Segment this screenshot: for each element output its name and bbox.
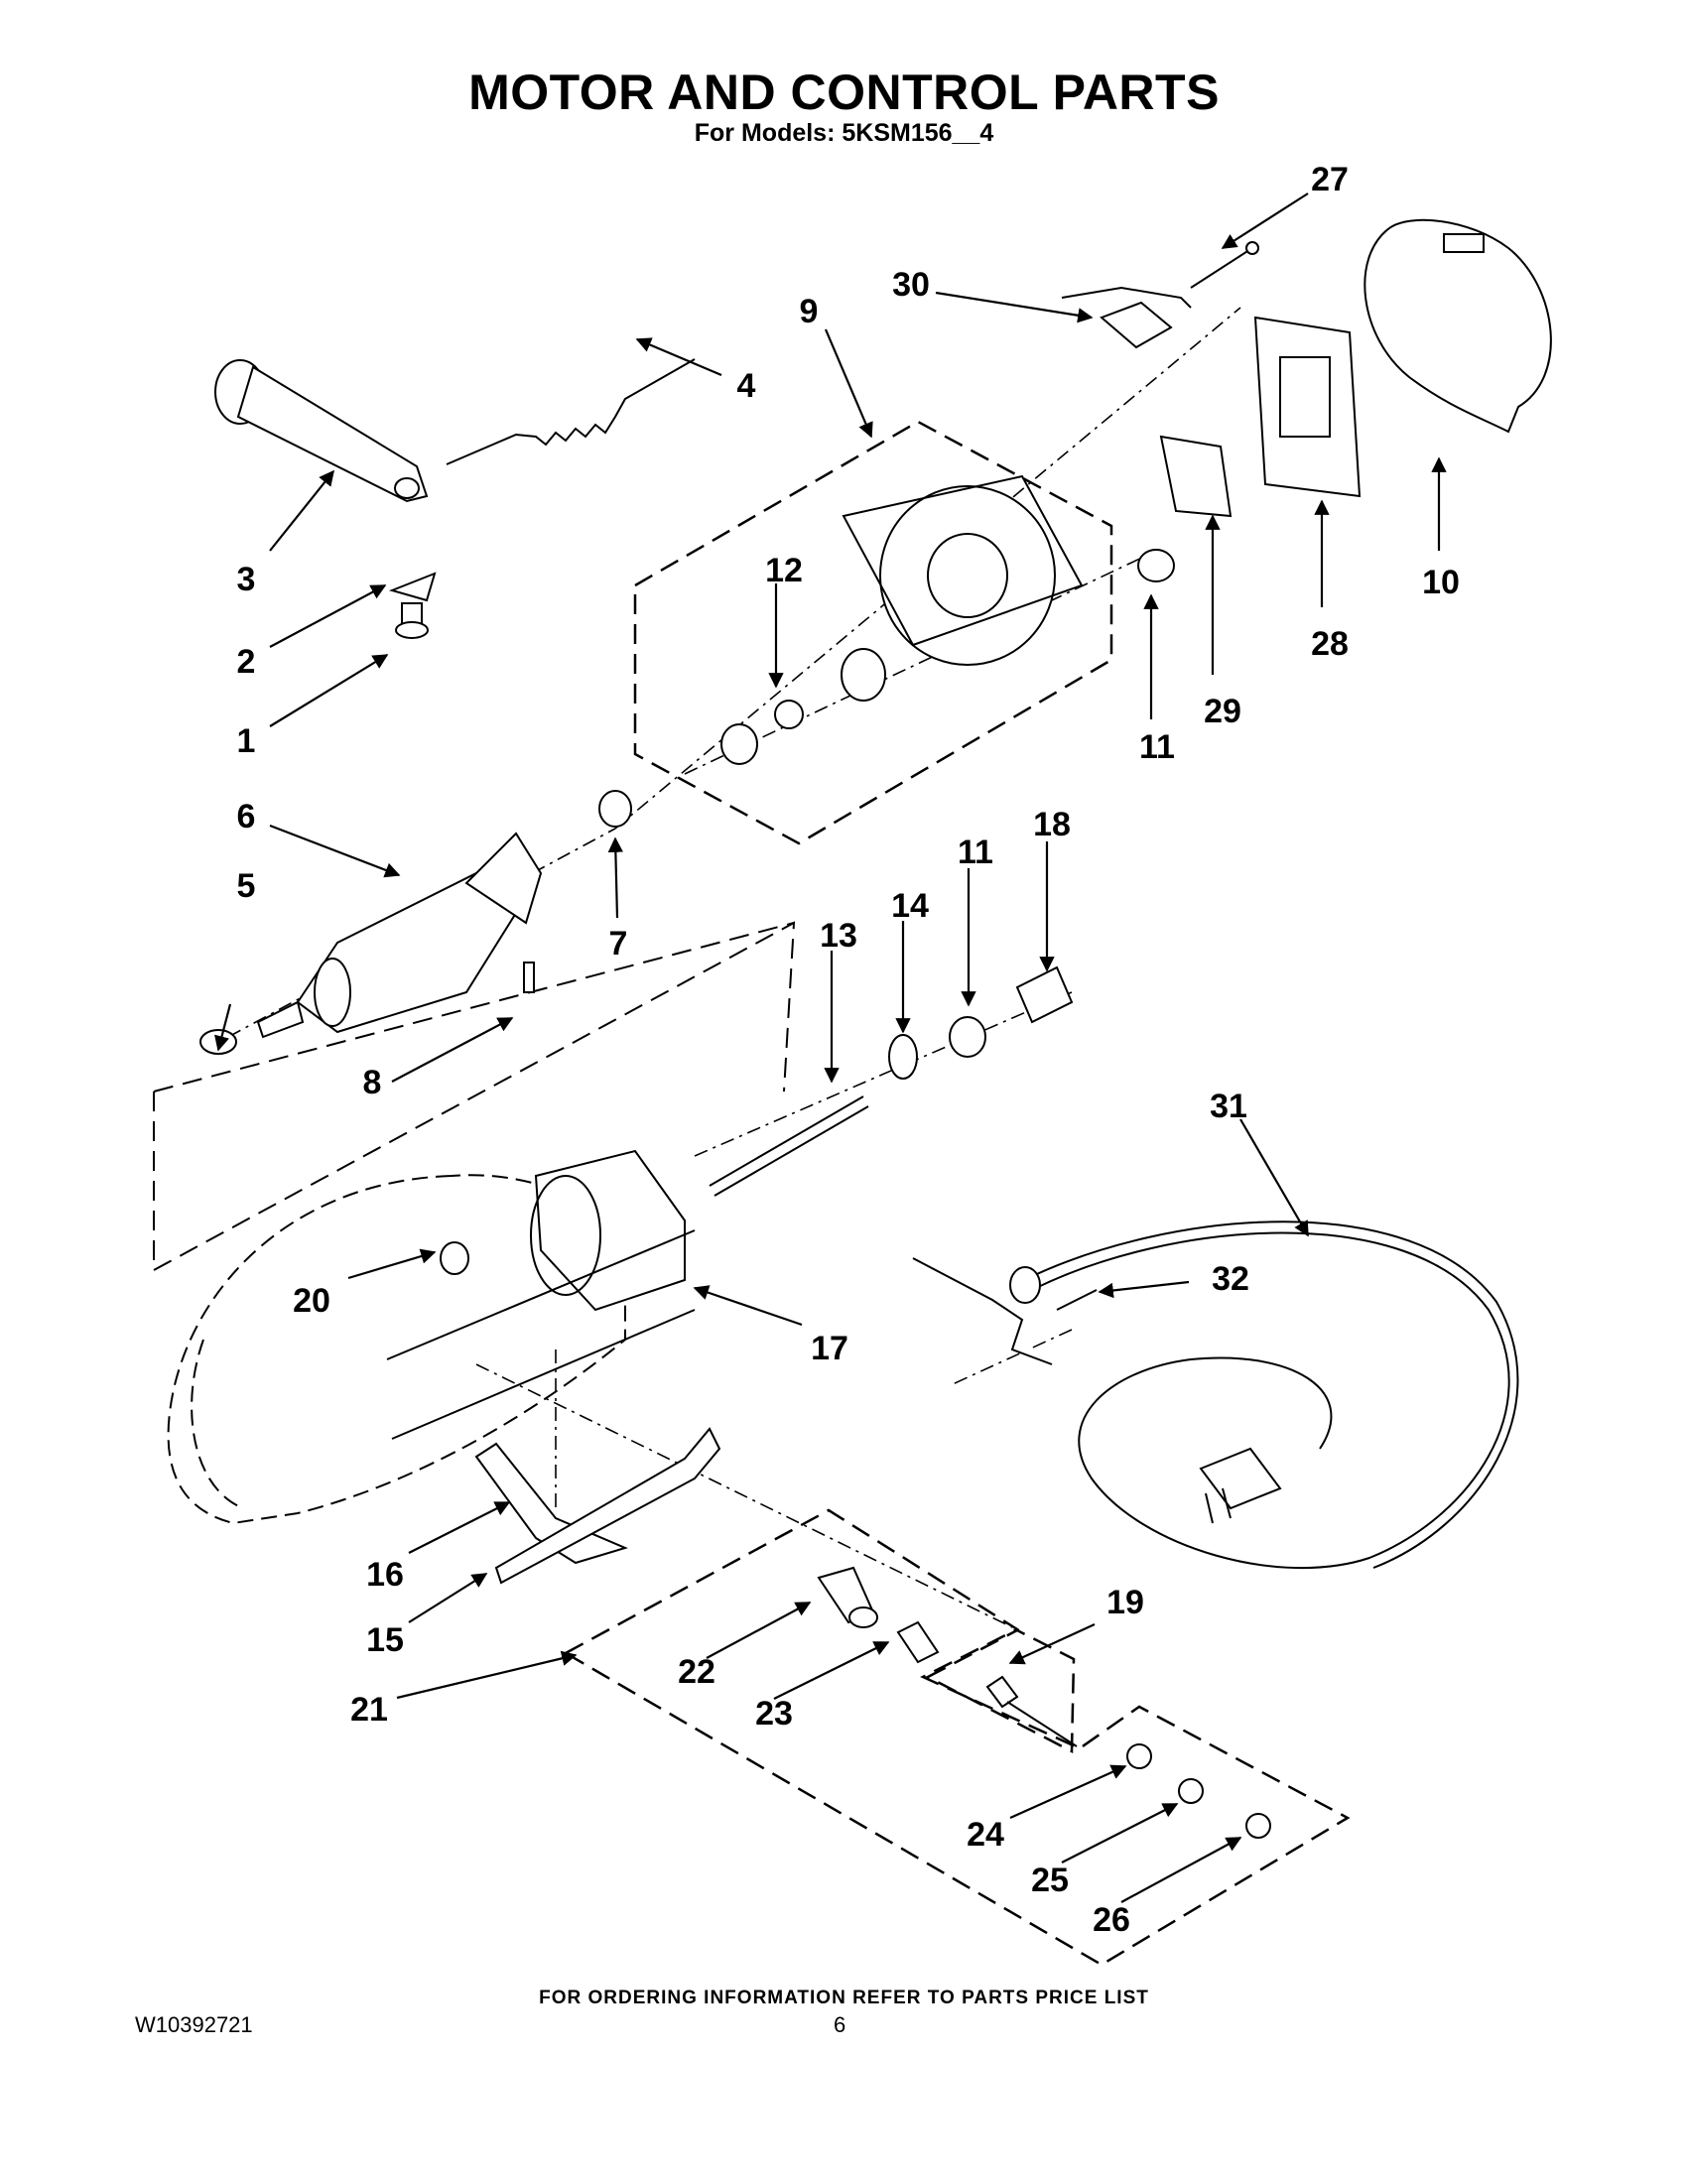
model-subtitle: For Models: 5KSM156__4 — [694, 119, 994, 147]
group-9-outline — [633, 420, 1113, 845]
callout-4: 4 — [737, 367, 756, 405]
group-21-outline — [563, 1508, 1351, 1967]
callout-10: 10 — [1422, 564, 1460, 601]
callout-25: 25 — [1031, 1862, 1069, 1899]
callout-13: 13 — [820, 917, 857, 955]
callout-29: 29 — [1204, 693, 1241, 730]
group-19-outline — [925, 1628, 1076, 1754]
page-title: MOTOR AND CONTROL PARTS — [468, 64, 1220, 120]
callout-14: 14 — [891, 887, 929, 925]
callout-17: 17 — [811, 1330, 848, 1367]
callout-12: 12 — [765, 552, 803, 589]
callout-7: 7 — [609, 925, 628, 963]
part-bushing-11b — [949, 1016, 986, 1058]
part-stator-17 — [386, 1149, 696, 1440]
callout-6: 6 — [237, 798, 256, 835]
callout-30: 30 — [892, 266, 930, 304]
callout-21: 21 — [350, 1691, 388, 1729]
part-screw-1 — [395, 602, 429, 639]
part-cylinder-22 — [817, 1566, 878, 1628]
part-lockwasher-14 — [888, 1034, 918, 1080]
stator-bracket-outline — [153, 921, 796, 1272]
part-power-cord-31 — [1023, 1220, 1519, 1570]
callout-32: 32 — [1212, 1260, 1249, 1298]
part-switch-29 — [1159, 435, 1233, 518]
part-screw-27 — [1190, 241, 1259, 289]
callout-16: 16 — [366, 1556, 404, 1594]
callout-15: 15 — [366, 1621, 404, 1659]
callout-22: 22 — [678, 1653, 715, 1691]
part-washer-2 — [388, 572, 437, 602]
callout-11-upper: 11 — [1139, 728, 1175, 766]
part-washer-5 — [199, 1029, 237, 1055]
part-cap-24 — [1126, 1743, 1152, 1769]
callout-2: 2 — [237, 643, 256, 681]
part-plug-20 — [440, 1241, 469, 1275]
part-pin-23 — [896, 1620, 940, 1664]
part-strain-relief-32 — [912, 1257, 1098, 1365]
page-number: 6 — [834, 2012, 846, 2037]
callout-28: 28 — [1311, 625, 1349, 663]
leader-arrows — [214, 193, 1447, 1903]
part-screw-19 — [985, 1675, 1078, 1747]
callout-8: 8 — [363, 1064, 382, 1101]
callout-26: 26 — [1093, 1901, 1130, 1939]
callout-labels: 1 2 3 4 5 6 7 8 9 10 11 11 12 13 14 16 1… — [237, 161, 1460, 1939]
part-spring-25 — [1178, 1778, 1204, 1804]
part-washer-7 — [598, 790, 632, 828]
callout-27: 27 — [1311, 161, 1349, 198]
part-lever-3 — [214, 359, 429, 503]
callout-9: 9 — [800, 293, 819, 330]
callout-19: 19 — [1106, 1584, 1144, 1621]
document-number: W10392721 — [135, 2012, 253, 2037]
part-wire-harness-30 — [1061, 286, 1192, 349]
part-shaft-13 — [709, 1095, 869, 1197]
part-screw-26 — [1245, 1813, 1271, 1839]
callout-31: 31 — [1210, 1088, 1247, 1125]
part-bushing-11a — [1137, 549, 1175, 582]
callout-20: 20 — [293, 1282, 330, 1320]
part-pin-8 — [523, 962, 535, 993]
callout-18: 18 — [1033, 806, 1071, 843]
part-gasket-10 — [1363, 218, 1552, 434]
part-bearing-bracket-9 — [720, 474, 1084, 765]
callout-24: 24 — [967, 1816, 1004, 1854]
callout-5: 5 — [237, 867, 256, 905]
callout-23: 23 — [755, 1695, 793, 1733]
part-lever-15 — [494, 1427, 721, 1585]
callout-1: 1 — [237, 722, 256, 760]
part-armature-6 — [256, 832, 543, 1039]
part-sleeve-18 — [1015, 965, 1074, 1024]
ordering-info-note: FOR ORDERING INFORMATION REFER TO PARTS … — [539, 1988, 1149, 2008]
part-spring-4 — [446, 358, 696, 465]
part-control-board-28 — [1253, 316, 1362, 498]
callout-11-lower: 11 — [958, 834, 993, 871]
callout-3: 3 — [237, 561, 256, 598]
